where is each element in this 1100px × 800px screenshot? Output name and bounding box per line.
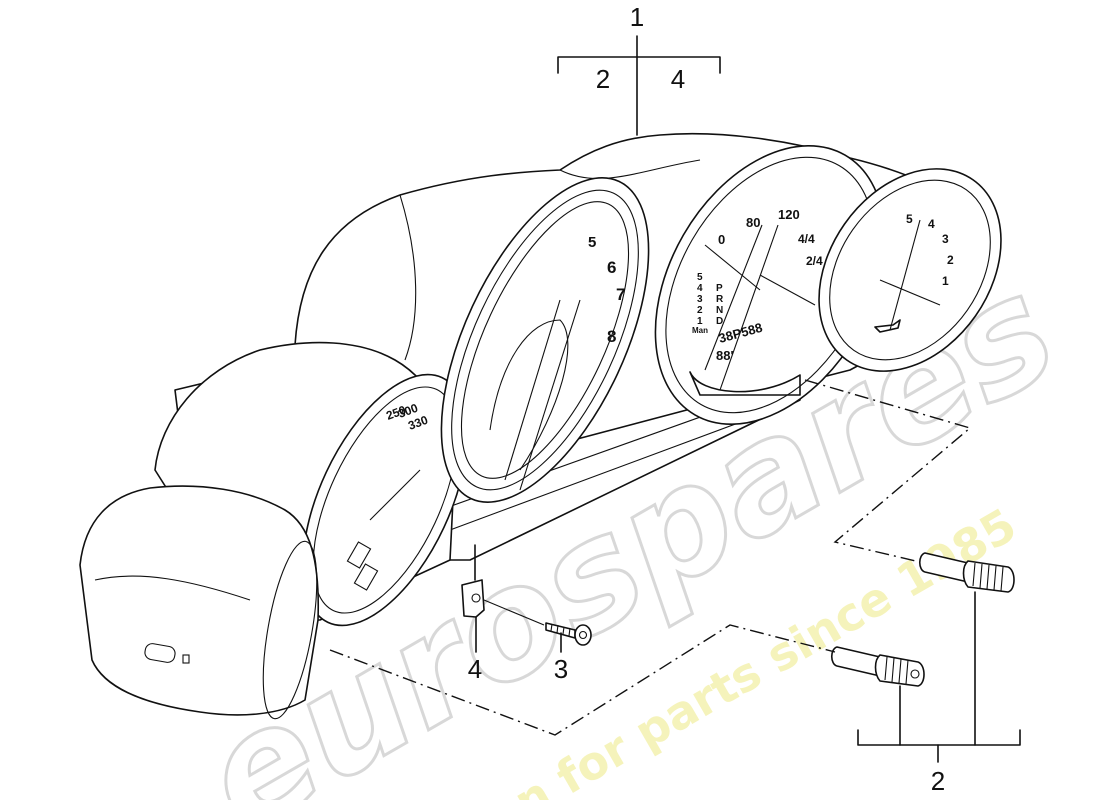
speedo-tick-300: 300: [396, 401, 420, 421]
svg-text:3: 3: [697, 294, 703, 305]
svg-text:5: 5: [697, 272, 703, 283]
oil-tick-1: 1: [942, 274, 949, 288]
trip-display: 88': [716, 348, 734, 363]
speedo-tick-330: 330: [406, 413, 430, 433]
oil-tick-4: 4: [928, 217, 935, 231]
assembly-line-right: [804, 379, 972, 563]
combo-tick-4-4: 4/4: [798, 232, 815, 246]
oil-gauge-face: [818, 168, 1002, 372]
callout-1-top: 1: [630, 2, 644, 32]
combo-tick-2-4: 2/4: [806, 254, 823, 268]
clip-nut: [461, 579, 485, 618]
gear-indicator: 5 4 3 2 1 Man P R N D: [692, 272, 724, 335]
svg-text:D: D: [716, 316, 723, 327]
oil-tick-5: 5: [906, 212, 913, 226]
svg-text:R: R: [716, 294, 724, 305]
oil-tick-2: 2: [947, 253, 954, 267]
svg-text:P: P: [716, 283, 723, 294]
callout-leaders: [474, 35, 1021, 763]
adjusting-knob-lower: [830, 646, 925, 687]
speedometer-face: [302, 373, 468, 627]
svg-text:1: 1: [697, 316, 703, 327]
callout-4-top: 4: [671, 64, 685, 94]
combo-tick-80: 80: [746, 215, 760, 230]
svg-text:2: 2: [697, 305, 703, 316]
instrument-cluster: 250 300 330 5 6 7 8 0 80 120 4/4 2/4 5 4: [79, 132, 1002, 720]
speedo-tick-250: 250: [384, 403, 408, 423]
svg-text:N: N: [716, 305, 723, 316]
tachometer-face: [440, 177, 650, 503]
assembly-line-bottom: [329, 624, 836, 736]
tach-tick-7: 7: [616, 285, 625, 304]
callout-3-screw: 3: [554, 654, 568, 684]
callout-4-clip: 4: [468, 654, 482, 684]
screw: [545, 622, 592, 646]
oil-tick-3: 3: [942, 232, 949, 246]
tach-tick-6: 6: [607, 258, 616, 277]
svg-text:Man: Man: [692, 326, 708, 335]
callout-2-top: 2: [596, 64, 610, 94]
tach-tick-8: 8: [607, 327, 616, 346]
combo-tick-120: 120: [778, 207, 800, 222]
oil-can-icon: [874, 319, 901, 333]
svg-text:4: 4: [697, 283, 703, 294]
callout-2-bottom: 2: [931, 766, 945, 796]
combo-tick-0: 0: [718, 232, 725, 247]
adjusting-knob-upper: [918, 552, 1015, 593]
tach-tick-5: 5: [588, 234, 596, 251]
left-end-cap: [79, 485, 320, 716]
